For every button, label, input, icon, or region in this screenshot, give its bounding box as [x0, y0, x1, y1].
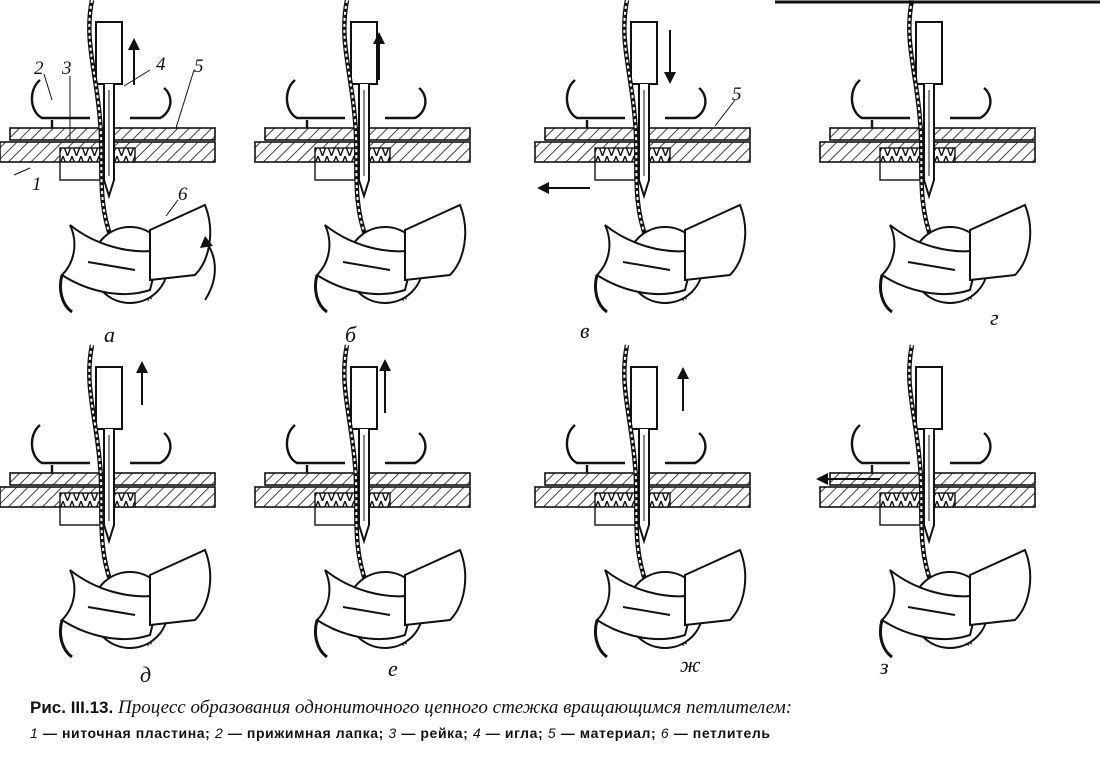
panel-label-v: в: [580, 318, 590, 343]
legend-text-1: — ниточная пластина;: [42, 725, 211, 741]
callout-6: 6: [178, 184, 188, 205]
caption-title-line: Рис. III.13. Процесс образования однонит…: [30, 696, 1090, 720]
panel-e-drawing: [255, 345, 470, 657]
legend-num-2: 2: [214, 725, 224, 741]
legend-text-5: — материал;: [560, 725, 657, 741]
legend-text-6: — петлитель: [673, 725, 771, 741]
panel-label-zh: ж: [680, 652, 701, 677]
legend-text-2: — прижимная лапка;: [227, 725, 384, 741]
panel-v-drawing: [535, 0, 750, 312]
callout-5: 5: [194, 56, 204, 77]
callout-3: 3: [61, 58, 72, 79]
legend-num-4: 4: [472, 725, 482, 741]
panel-label-z: з: [879, 654, 889, 679]
panel-label-d: д: [140, 662, 151, 687]
panel-z-drawing: [816, 345, 1035, 657]
legend-text-4: — игла;: [485, 725, 544, 741]
callout-5-panel-v: 5: [732, 84, 742, 105]
caption-legend: 1 — ниточная пластина; 2 — прижимная лап…: [30, 722, 1090, 744]
legend-num-1: 1: [30, 725, 39, 741]
panel-a-drawing: [0, 0, 215, 312]
panel-label-a: а: [104, 322, 115, 347]
legend-num-5: 5: [547, 725, 557, 741]
panel-b-drawing: [255, 0, 470, 312]
panel-label-b: б: [345, 322, 357, 347]
figure-caption: Рис. III.13. Процесс образования однонит…: [30, 696, 1090, 744]
legend-num-3: 3: [388, 725, 397, 741]
panel-d-drawing: [0, 345, 215, 657]
callout-4: 4: [156, 54, 166, 75]
panel-label-e: е: [388, 656, 398, 681]
figure-ref: Рис. III.13.: [30, 698, 114, 717]
panel-zh-drawing: [535, 345, 750, 657]
caption-title: Процесс образования однониточного цепног…: [117, 697, 793, 718]
panel-label-g: г: [990, 305, 999, 330]
callout-2: 2: [34, 58, 44, 79]
legend-text-3: — рейка;: [401, 725, 469, 741]
callout-1: 1: [32, 174, 42, 195]
chain-stitch-diagram: 1 2 3 4 5 6 а б 5 в г д е: [0, 0, 1100, 687]
panel-g-drawing: [820, 0, 1035, 312]
legend-num-6: 6: [660, 725, 670, 741]
